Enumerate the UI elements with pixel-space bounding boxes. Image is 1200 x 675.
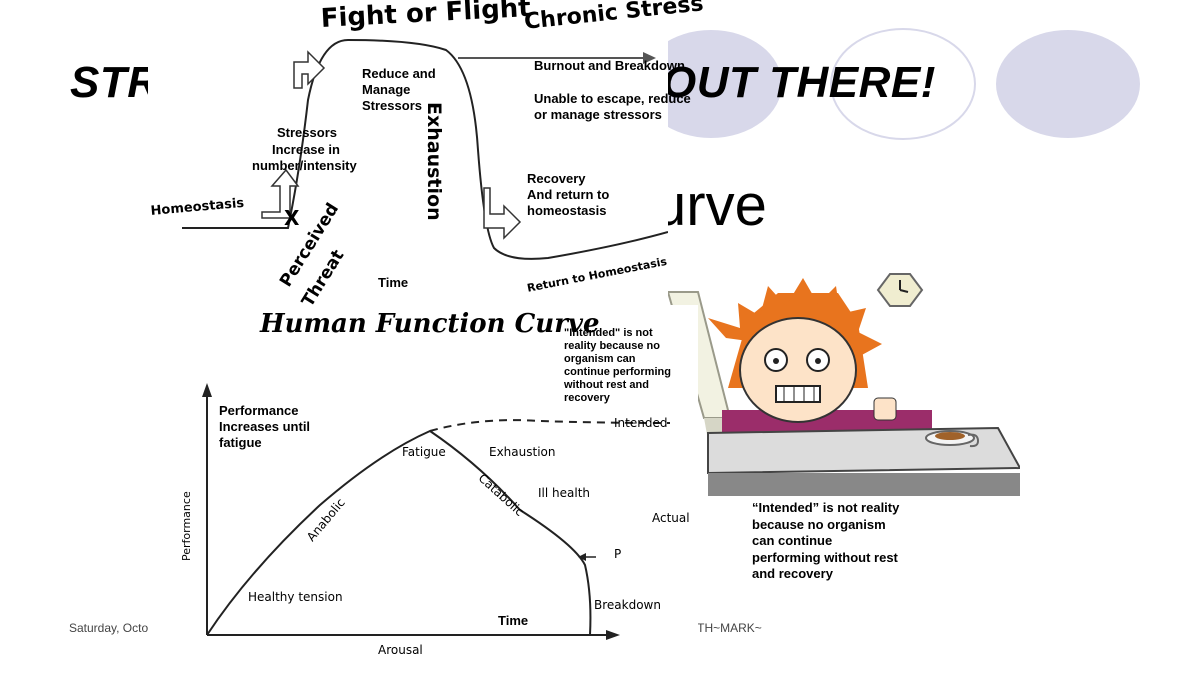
footer-date: Saturday, Octo [69, 621, 149, 635]
y-axis-label: Performance [180, 491, 193, 561]
recovery-line-1: Recovery [527, 171, 586, 186]
performance-note-1: Performance [219, 403, 299, 418]
stress-curve-diagram: Fight or Flight Chronic Stress Homeostas… [148, 0, 705, 311]
function-curve-title: Human Function Curve [260, 309, 600, 339]
breakdown-label: Breakdown [594, 598, 661, 612]
function-curve-graphic [202, 383, 671, 640]
stress-curve-graphic [182, 38, 668, 260]
ill-health-label: Ill health [538, 486, 591, 500]
slide-title-right: OUT THERE! [662, 58, 936, 107]
unable-line-1: Unable to escape, reduce [534, 91, 691, 106]
burnout-label: Burnout and Breakdown [534, 58, 685, 73]
x-axis-label: Arousal [378, 643, 423, 657]
decor-circle-4 [996, 30, 1140, 138]
exhaustion-vertical-label: Exhaustion [423, 102, 445, 221]
reduce-line-3: Stressors [362, 98, 422, 113]
intended-note: “Intended” is not reality because no org… [752, 500, 900, 581]
function-time-label: Time [498, 613, 529, 628]
small-intended-note: "Intended" is not reality because no org… [564, 327, 671, 404]
slide-title-left: STR [70, 58, 160, 107]
healthy-tension-label: Healthy tension [248, 590, 343, 604]
stressed-person-icon [666, 273, 1022, 496]
fatigue-label: Fatigue [402, 445, 446, 459]
footer-author: ATH~MARK~ [690, 621, 762, 635]
performance-note-3: fatigue [219, 435, 262, 450]
stressors-line-3: number/intensity [252, 158, 357, 173]
reduce-line-2: Manage [362, 82, 411, 97]
human-function-curve: Human Function Curve Performance Increas… [180, 305, 698, 663]
stressors-line-2: Increase in [272, 142, 340, 157]
reduce-line-1: Reduce and [362, 66, 436, 81]
recovery-line-3: homeostasis [527, 203, 607, 218]
p-marker-label: P [614, 547, 622, 561]
decor-circle-3 [830, 28, 976, 140]
exhaustion-label: Exhaustion [489, 445, 556, 459]
actual-label: Actual [652, 511, 690, 525]
performance-note-2: Increases until [219, 419, 311, 434]
stressed-person-image [666, 268, 1022, 496]
recovery-line-2: And return to [527, 187, 610, 202]
threat-x-mark: X [284, 206, 300, 230]
unable-line-2: or manage stressors [534, 107, 662, 122]
intended-label: Intended [614, 416, 668, 430]
stressors-line-1: Stressors [277, 125, 337, 140]
stress-time-label: Time [378, 275, 409, 290]
